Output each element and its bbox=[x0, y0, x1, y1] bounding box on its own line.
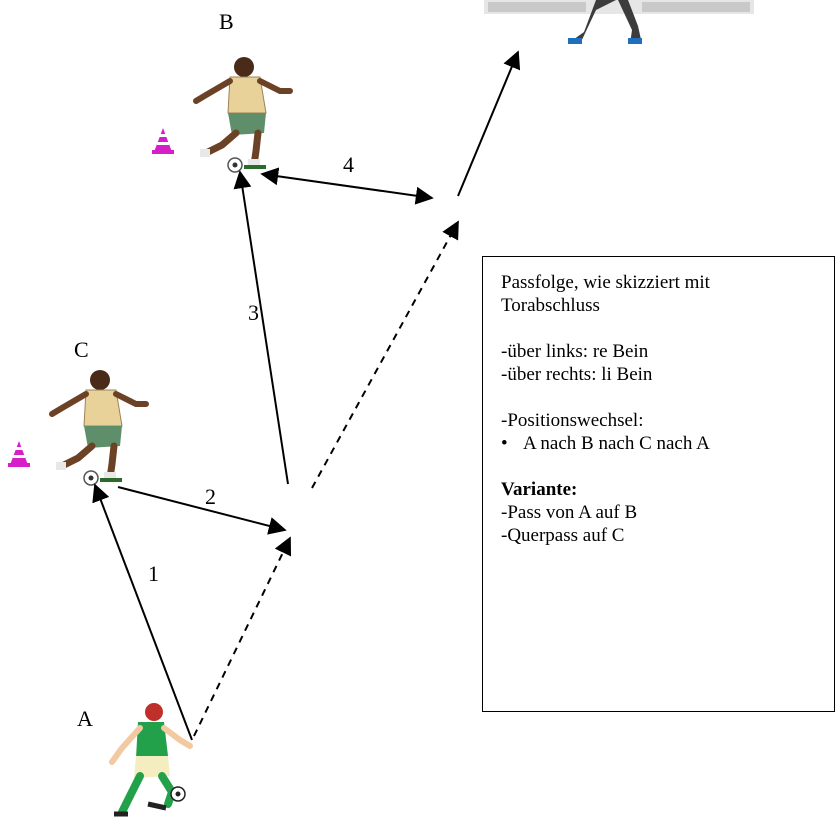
player-label-b: B bbox=[219, 9, 234, 34]
pass-number-1: 1 bbox=[148, 561, 159, 586]
player-c-figure bbox=[49, 370, 149, 486]
cone-near-b bbox=[152, 128, 174, 154]
bullet-dot: • bbox=[501, 433, 508, 454]
pass-arrow-2 bbox=[117, 486, 287, 535]
info-position-change: -Positionswechsel: bbox=[501, 410, 644, 431]
variant-line-2: -Querpass auf C bbox=[501, 525, 625, 546]
run-arrow-b bbox=[311, 220, 459, 489]
pass-arrow-3 bbox=[233, 170, 289, 485]
rotation-bullet: • A nach B nach C nach A bbox=[501, 432, 824, 455]
cone-near-c bbox=[8, 441, 30, 467]
pass-number-3: 3 bbox=[248, 300, 259, 325]
goalkeeper-figure bbox=[484, 0, 754, 44]
pass-number-2: 2 bbox=[205, 484, 216, 509]
info-line-1: Passfolge, wie skizziert mit bbox=[501, 272, 710, 293]
variant-line-1: -Pass von A auf B bbox=[501, 502, 638, 523]
shot-arrow bbox=[457, 50, 521, 197]
instructions-box: Passfolge, wie skizziert mit Torabschlus… bbox=[482, 256, 835, 712]
variant-title: Variante: bbox=[501, 479, 578, 500]
run-arrow-a bbox=[193, 536, 292, 737]
rotation-text: A nach B nach C nach A bbox=[523, 433, 710, 454]
pass-number-4: 4 bbox=[343, 152, 354, 177]
player-label-a: A bbox=[77, 706, 93, 731]
player-label-c: C bbox=[74, 337, 89, 362]
info-line-2: Torabschluss bbox=[501, 295, 600, 316]
pass-arrow-4 bbox=[260, 167, 434, 205]
pass-arrow-1 bbox=[92, 483, 193, 741]
info-left-foot: -über links: re Bein bbox=[501, 341, 649, 362]
player-b-figure bbox=[193, 57, 293, 173]
player-a-figure bbox=[109, 703, 193, 817]
info-right-foot: -über rechts: li Bein bbox=[501, 364, 653, 385]
